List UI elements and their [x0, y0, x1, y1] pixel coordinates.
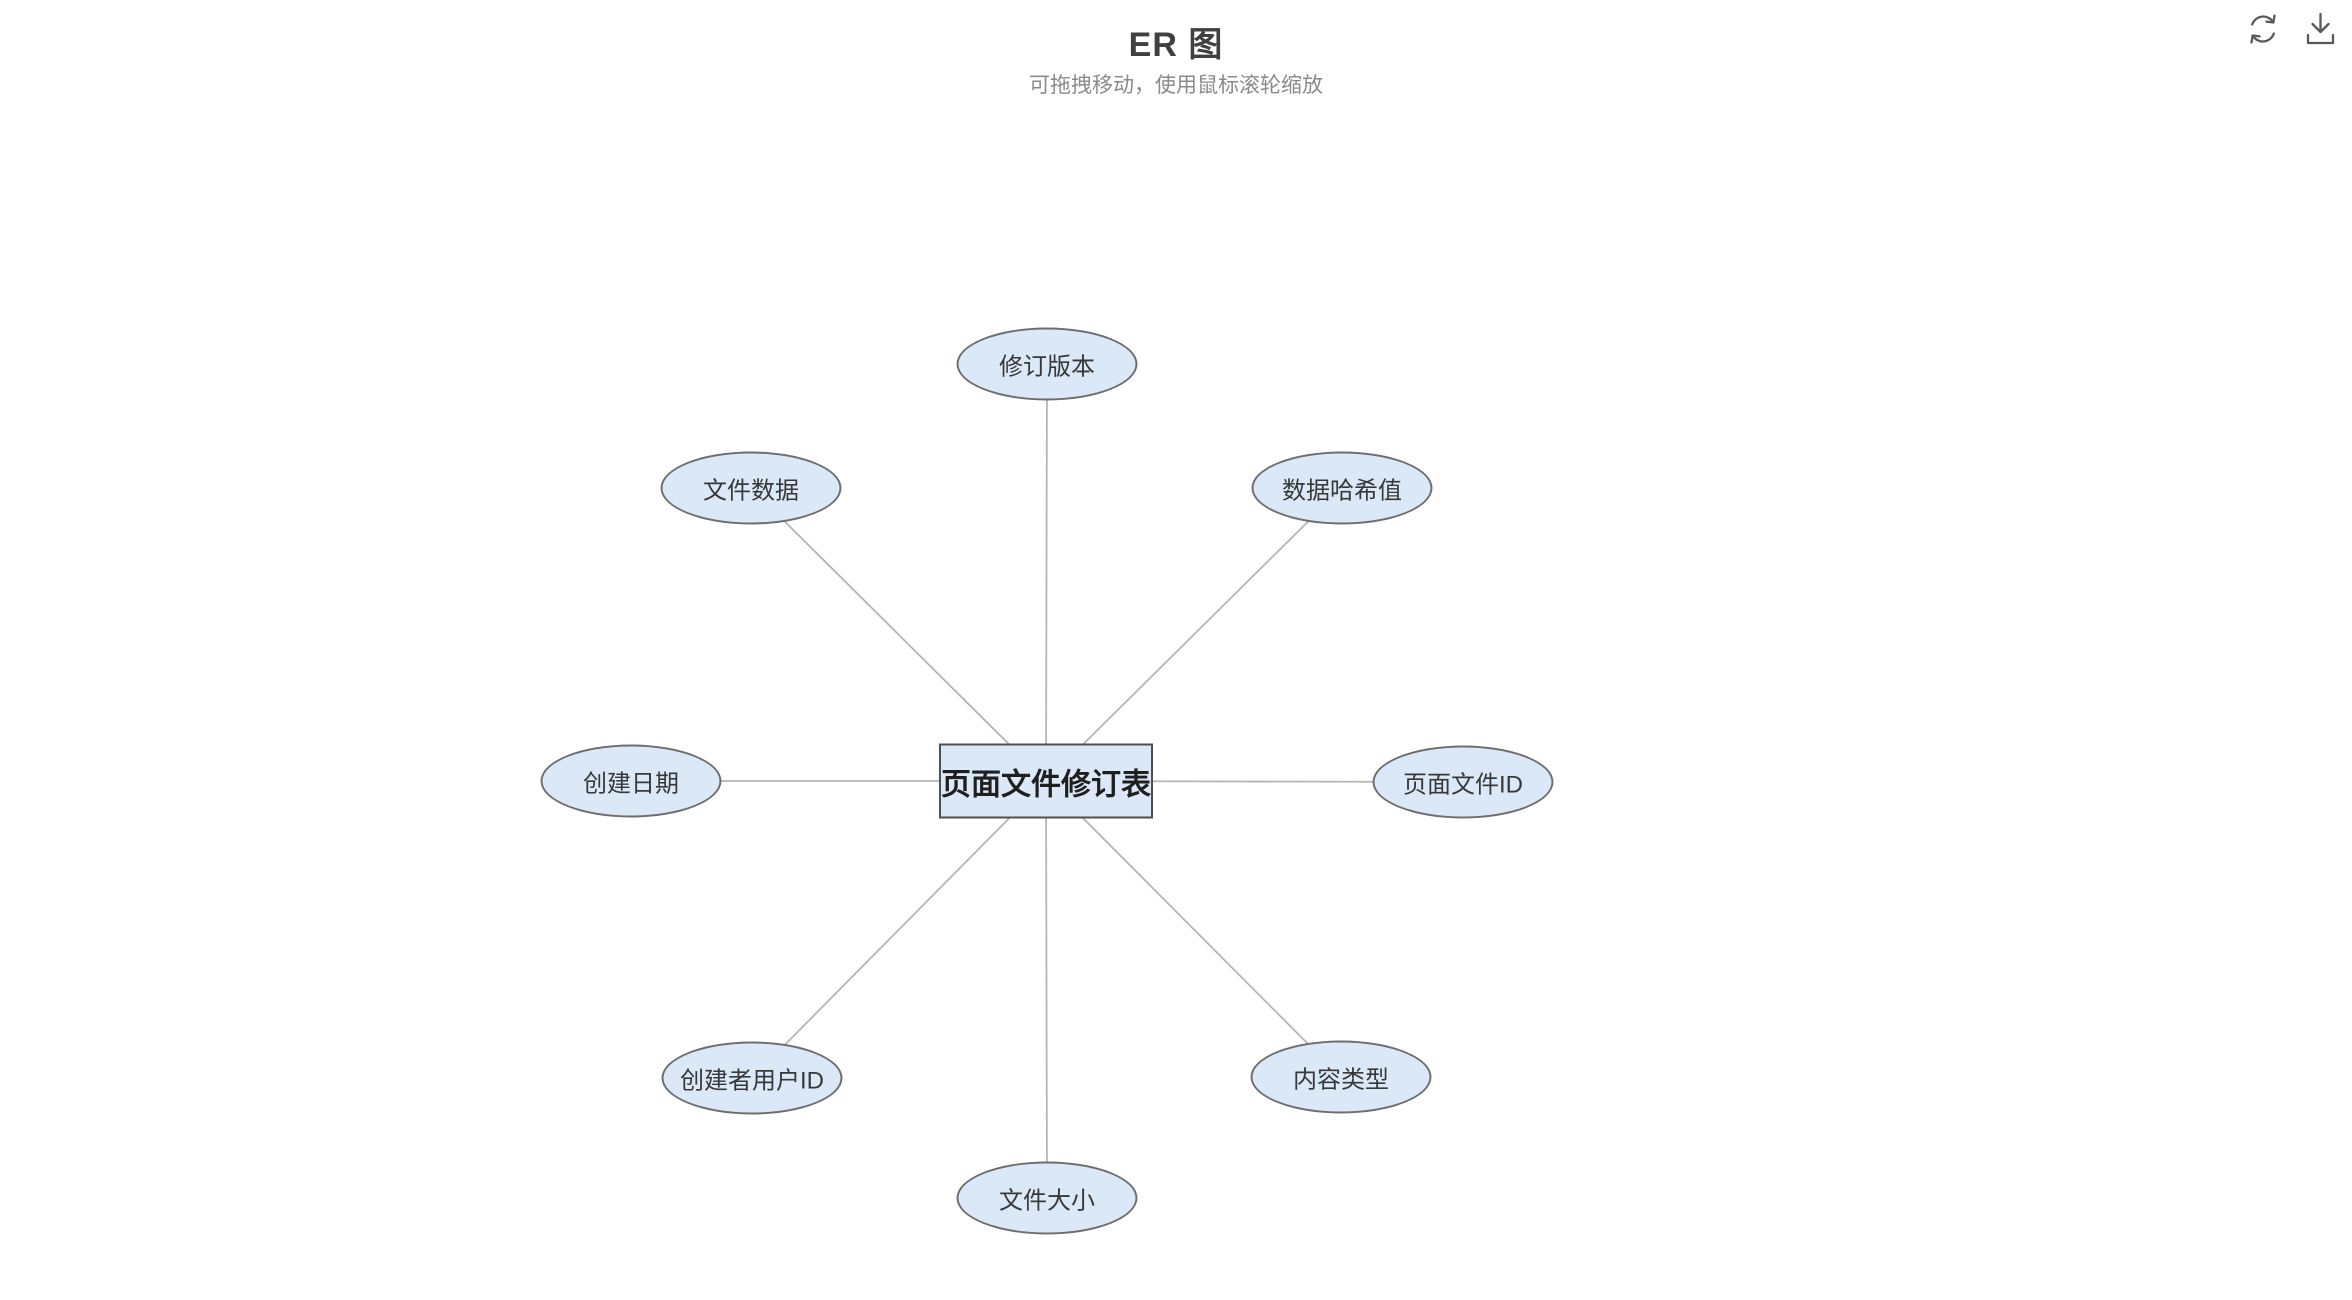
er-edge: [1045, 780, 1048, 1199]
attribute-label: 文件大小: [999, 1187, 1095, 1215]
attribute-label: 页面文件ID: [1403, 771, 1523, 799]
attribute-label: 数据哈希值: [1282, 477, 1402, 505]
er-edge: [750, 487, 1047, 782]
attribute-node-revision-version[interactable]: 修订版本: [956, 327, 1138, 401]
entity-node-page-file-revision-table[interactable]: 页面文件修订表: [939, 743, 1153, 819]
refresh-button[interactable]: [2245, 10, 2281, 48]
er-edge: [1045, 487, 1343, 782]
attribute-node-file-size[interactable]: 文件大小: [956, 1161, 1138, 1235]
attribute-node-creation-date[interactable]: 创建日期: [540, 744, 722, 818]
attribute-node-data-hash[interactable]: 数据哈希值: [1251, 451, 1433, 525]
er-edge: [1045, 363, 1048, 782]
attribute-label: 创建者用户ID: [680, 1067, 824, 1095]
attribute-label: 文件数据: [703, 477, 799, 505]
entity-label: 页面文件修订表: [941, 768, 1151, 801]
attribute-label: 创建日期: [583, 770, 679, 798]
toolbar: [2245, 10, 2338, 48]
attribute-node-creator-user-id[interactable]: 创建者用户ID: [661, 1041, 843, 1115]
attribute-node-file-data[interactable]: 文件数据: [660, 451, 842, 525]
download-icon: [2305, 12, 2336, 46]
attribute-node-page-file-id[interactable]: 页面文件ID: [1372, 745, 1554, 819]
er-edge: [1045, 780, 1342, 1078]
attribute-node-content-type[interactable]: 内容类型: [1250, 1040, 1432, 1114]
download-button[interactable]: [2302, 10, 2338, 48]
attribute-label: 修订版本: [999, 353, 1095, 381]
attribute-label: 内容类型: [1293, 1066, 1389, 1094]
er-edge: [751, 780, 1047, 1079]
refresh-icon: [2245, 11, 2281, 47]
